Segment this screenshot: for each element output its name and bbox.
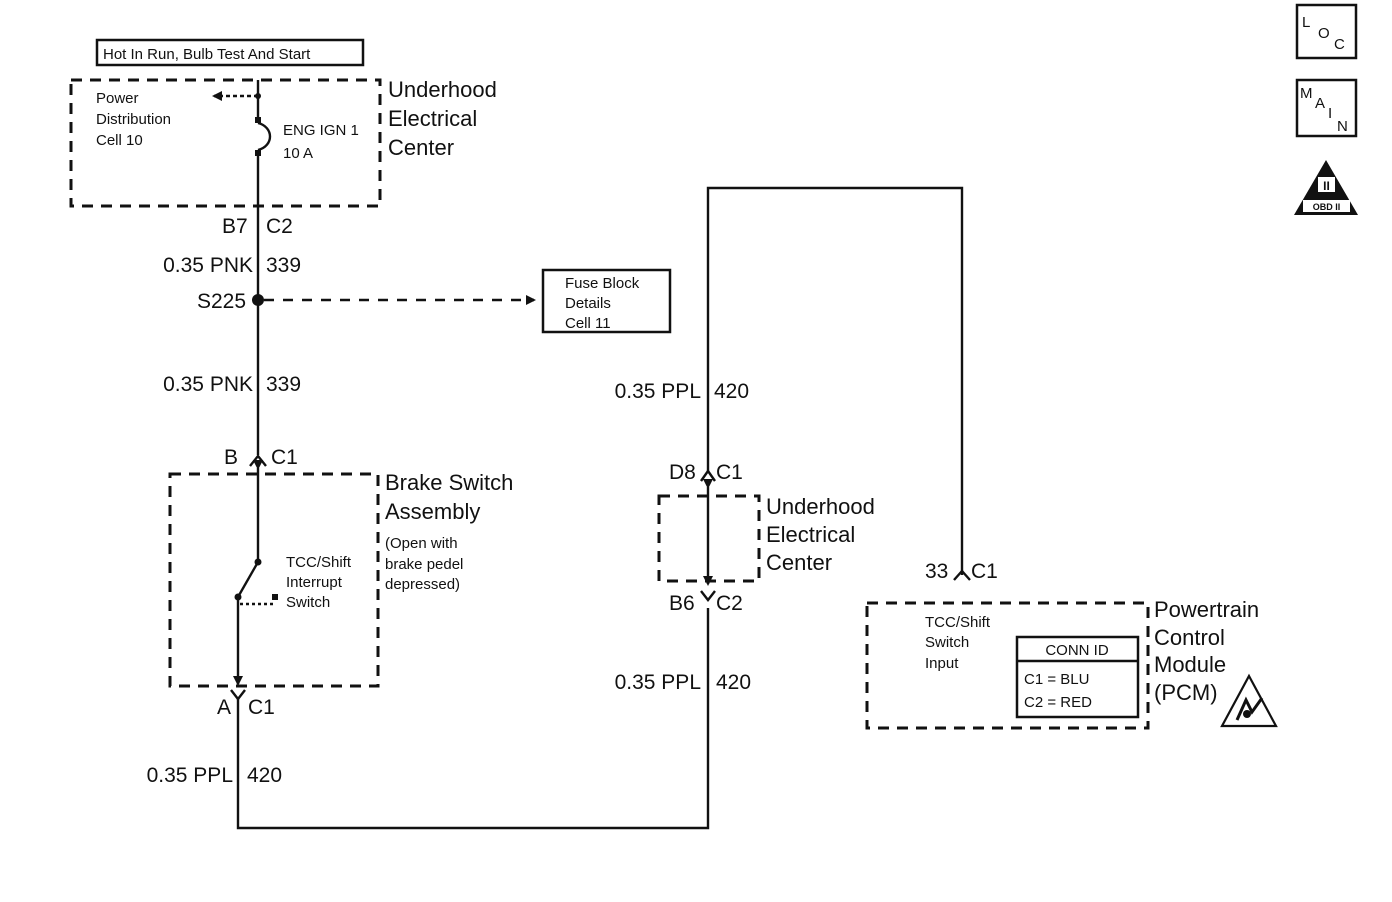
svg-text:Cell 10: Cell 10 xyxy=(96,132,143,149)
wire-ppl-420-bottom xyxy=(236,608,710,830)
wire-label-ppl-left: 0.35 PPL xyxy=(147,764,233,787)
pcm-input-label: TCC/Shift Switch Input xyxy=(925,614,991,672)
splice-s225[interactable] xyxy=(252,294,264,306)
pcm-conn: C1 xyxy=(971,560,998,583)
svg-text:Underhood: Underhood xyxy=(766,494,875,519)
connector-id-c2: C2 xyxy=(266,215,293,238)
pcm-box xyxy=(865,601,1150,730)
fuse-terminal-top xyxy=(255,117,261,123)
connector-c2-middle-symbol xyxy=(700,590,716,602)
wire-circuit-ppl-left: 420 xyxy=(247,764,282,787)
wire-label-pnk-top: 0.35 PNK xyxy=(163,254,253,277)
connector-c1-middle-symbol xyxy=(700,468,716,482)
obd-ii-icon[interactable]: II OBD II xyxy=(1294,160,1358,215)
wire-circuit-pnk-top: 339 xyxy=(266,254,301,277)
wire-label-ppl-mid-lower: 0.35 PPL xyxy=(615,671,701,694)
svg-text:Powertrain: Powertrain xyxy=(1154,597,1259,622)
main-icon[interactable]: M A I N xyxy=(1295,78,1358,138)
svg-text:Electrical: Electrical xyxy=(766,522,855,547)
conn-id-row: C1 = BLU xyxy=(1024,671,1089,688)
fuse-terminal-bottom xyxy=(255,150,261,156)
svg-text:Center: Center xyxy=(766,550,832,575)
fuse-icon xyxy=(257,121,272,152)
middle-center-top-conn: C1 xyxy=(716,461,743,484)
loc-icon[interactable]: L O C xyxy=(1295,3,1358,60)
fuse-block-ref: Fuse Block Details Cell 11 xyxy=(565,275,640,332)
svg-text:(Open with: (Open with xyxy=(385,535,458,552)
svg-text:Module: Module xyxy=(1154,652,1226,677)
wire-circuit-pnk-bottom: 339 xyxy=(266,373,301,396)
conn-id-row: C2 = RED xyxy=(1024,694,1092,711)
svg-text:Details: Details xyxy=(565,295,611,312)
middle-center-bottom-conn: C2 xyxy=(716,592,743,615)
power-distribution-ref[interactable]: Power Distribution Cell 10 xyxy=(96,90,171,149)
svg-text:C: C xyxy=(1334,36,1345,53)
wire-label-ppl-mid-upper: 0.35 PPL xyxy=(615,380,701,403)
svg-text:Brake Switch: Brake Switch xyxy=(385,470,513,495)
wire-circuit-ppl-mid-upper: 420 xyxy=(714,380,749,403)
svg-text:N: N xyxy=(1337,118,1348,135)
brake-switch-top-conn: C1 xyxy=(271,446,298,469)
svg-text:I: I xyxy=(1328,105,1332,122)
brake-switch-bottom-pin: A xyxy=(217,696,231,719)
switch-actuator xyxy=(272,594,278,600)
svg-text:10 A: 10 A xyxy=(283,145,313,162)
brake-switch-note: (Open with brake pedel depressed) xyxy=(385,535,463,593)
svg-text:brake pedel: brake pedel xyxy=(385,556,463,573)
pcm-pin: 33 xyxy=(925,560,948,583)
middle-center-top-pin: D8 xyxy=(669,461,696,484)
svg-text:L: L xyxy=(1302,14,1310,31)
svg-text:OBD II: OBD II xyxy=(1313,202,1341,212)
svg-text:Underhood: Underhood xyxy=(388,77,497,102)
brake-switch-name: Brake Switch Assembly xyxy=(385,470,513,524)
connector-pin-b7: B7 xyxy=(222,215,248,238)
svg-text:Control: Control xyxy=(1154,625,1225,650)
svg-text:M: M xyxy=(1300,85,1313,102)
svg-text:Switch: Switch xyxy=(925,634,969,651)
brake-switch-top-pin: B xyxy=(224,446,238,469)
svg-text:ENG IGN 1: ENG IGN 1 xyxy=(283,122,359,139)
brake-switch-bottom-conn: C1 xyxy=(248,696,275,719)
svg-text:Switch: Switch xyxy=(286,594,330,611)
svg-text:A: A xyxy=(1315,95,1325,112)
splice-label: S225 xyxy=(197,290,246,313)
svg-text:Electrical: Electrical xyxy=(388,106,477,131)
svg-text:Fuse Block: Fuse Block xyxy=(565,275,640,292)
conn-id-table xyxy=(1015,635,1140,719)
svg-text:Cell 11: Cell 11 xyxy=(565,315,611,332)
esd-warning-icon xyxy=(1220,673,1278,728)
header-tag-box xyxy=(95,38,365,67)
svg-text:Center: Center xyxy=(388,135,454,160)
conn-id-title: CONN ID xyxy=(1045,642,1109,659)
fuse-label: ENG IGN 1 10 A xyxy=(283,122,359,162)
connector-c1-pcm-symbol xyxy=(953,569,971,581)
svg-text:TCC/Shift: TCC/Shift xyxy=(925,614,991,631)
svg-text:Interrupt: Interrupt xyxy=(286,574,343,591)
pcm-name: Powertrain Control Module (PCM) xyxy=(1154,597,1259,705)
tcc-interrupt-switch-label: TCC/Shift Interrupt Switch xyxy=(286,554,352,611)
wire-label-pnk-bottom: 0.35 PNK xyxy=(163,373,253,396)
middle-center-bottom-pin: B6 xyxy=(669,592,695,615)
wire-ppl-420-top xyxy=(706,186,964,575)
connector-c1-symbol xyxy=(249,454,267,467)
connector-c1-bottom-symbol xyxy=(230,689,246,701)
svg-text:II: II xyxy=(1323,179,1330,193)
fuse-block-ref-box[interactable] xyxy=(541,268,672,334)
svg-text:(PCM): (PCM) xyxy=(1154,680,1218,705)
svg-text:depressed): depressed) xyxy=(385,576,460,593)
svg-text:O: O xyxy=(1318,25,1330,42)
svg-text:TCC/Shift: TCC/Shift xyxy=(286,554,352,571)
header-tag: Hot In Run, Bulb Test And Start xyxy=(103,46,311,63)
switch-blade xyxy=(236,561,260,598)
upper-electrical-center-box xyxy=(69,78,382,208)
upper-electrical-center-name: Underhood Electrical Center xyxy=(388,77,497,160)
svg-text:Assembly: Assembly xyxy=(385,499,480,524)
middle-electrical-center-name: Underhood Electrical Center xyxy=(766,494,875,575)
svg-text:Distribution: Distribution xyxy=(96,111,171,128)
svg-text:Power: Power xyxy=(96,90,139,107)
svg-text:Input: Input xyxy=(925,655,959,672)
brake-switch-box xyxy=(168,472,380,688)
wire-circuit-ppl-mid-lower: 420 xyxy=(716,671,751,694)
